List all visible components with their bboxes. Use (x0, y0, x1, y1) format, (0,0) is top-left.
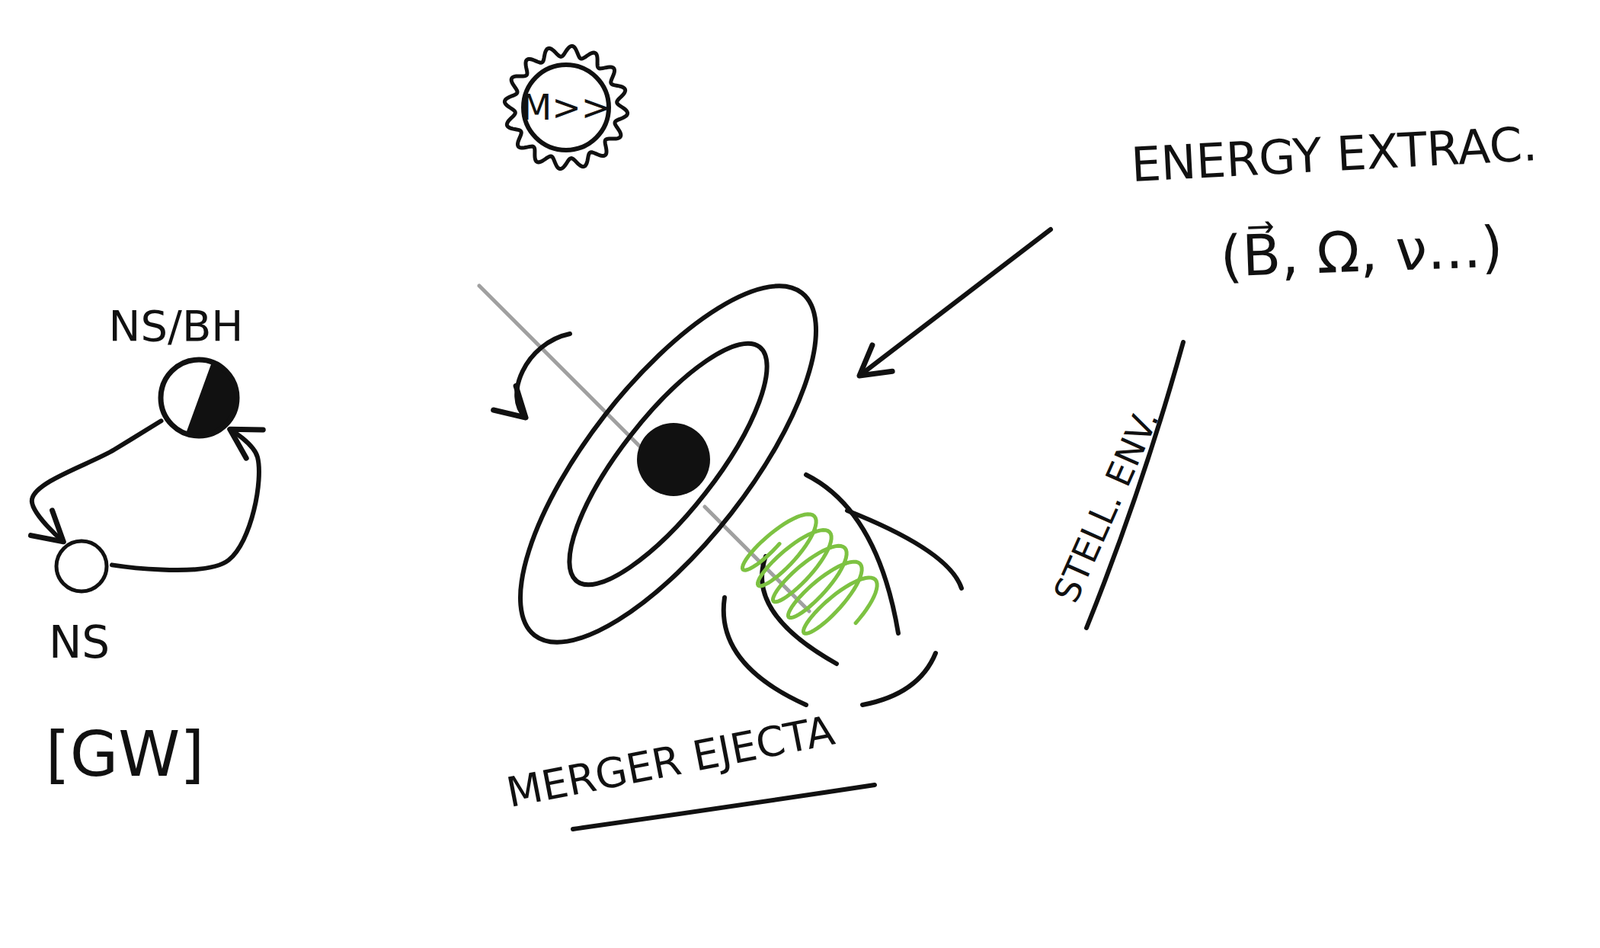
black-hole (636, 422, 711, 496)
node-label: NS (48, 620, 110, 665)
pointer-arrow (859, 229, 1051, 376)
compact-object: NS (54, 538, 109, 594)
star-rays (504, 45, 628, 169)
annotation-label: (B⃗, Ω, ν...) (1219, 218, 1504, 285)
star-circle: M>> (500, 41, 632, 173)
orbit-arrow (112, 428, 260, 570)
compact-object: NS/BH (157, 356, 240, 439)
orbit-arrow (32, 420, 162, 542)
jet-line (479, 285, 642, 448)
rotation-arrow (516, 333, 570, 418)
annotation-label: ENERGY EXTRAC. (1129, 120, 1539, 189)
node-outline (54, 538, 109, 594)
ejecta-shell (862, 652, 936, 705)
ejecta-shell (723, 597, 807, 705)
green-helix (742, 514, 878, 634)
disk-inner (539, 317, 797, 611)
node-outline (157, 356, 240, 439)
node-label: M>> (521, 89, 612, 125)
object-circle (56, 540, 107, 592)
disk-outer (471, 243, 865, 685)
object-circle (160, 359, 237, 436)
annotation-label: [GW] (45, 723, 205, 786)
node-label: NS/BH (108, 304, 244, 348)
helix-group (742, 514, 878, 634)
